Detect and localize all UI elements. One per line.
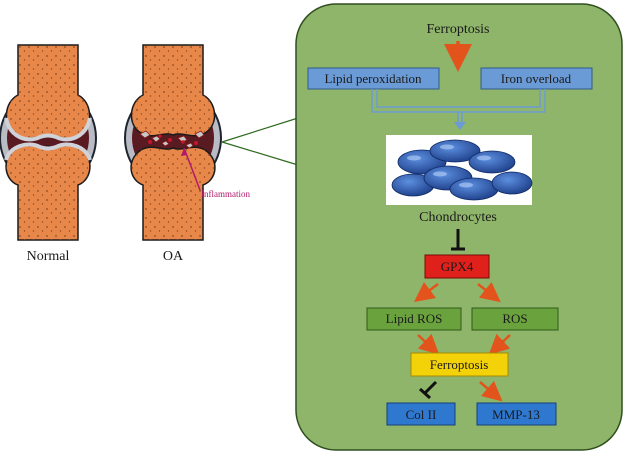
lower-cartilage: [4, 142, 92, 161]
inflammation-label: Inflammation: [201, 189, 250, 199]
gpx4-label: GPX4: [441, 259, 474, 274]
iron-overload-box: [480, 67, 593, 90]
inhibit-col2-line: [423, 380, 438, 395]
ros-box: [471, 307, 559, 331]
oa-label: OA: [163, 249, 184, 264]
ferroptosis-top-label: Ferroptosis: [427, 22, 490, 37]
mmp13-box: [476, 402, 557, 426]
gpx4-to-ros-arrow: [477, 281, 501, 303]
normal-label: Normal: [27, 249, 70, 264]
mmp13-label: MMP-13: [492, 407, 540, 422]
zoom-line-top: [221, 117, 299, 143]
lipid-ros-label: Lipid ROS: [386, 311, 443, 326]
normal-joint: [0, 44, 97, 241]
iron-overload-label: Iron overload: [501, 71, 572, 86]
upper-cartilage: [4, 117, 92, 142]
lipid-peroxidation-box: [307, 67, 440, 90]
col2-box: [386, 402, 456, 426]
ferroptosis-box: [410, 352, 509, 377]
mechanism-panel: [295, 3, 623, 451]
ros-to-ferroptosis-arrow: [488, 333, 511, 355]
ros-label: ROS: [502, 311, 527, 326]
lipid-peroxidation-label: Lipid peroxidation: [324, 71, 422, 86]
inflammation-dots: [148, 134, 198, 145]
oa-joint: [124, 44, 222, 241]
lipid-ros-box: [366, 307, 462, 331]
ferroptosis-to-mmp13-arrow: [479, 380, 503, 402]
lipid-ros-to-ferroptosis-arrow: [417, 333, 440, 355]
merge-arrowhead: [454, 122, 466, 130]
cartilage-fragments: [139, 130, 205, 149]
ferroptosis-mid-label: Ferroptosis: [430, 357, 489, 372]
gpx4-box: [424, 254, 490, 279]
col2-label: Col II: [406, 407, 437, 422]
zoom-line-bottom: [221, 141, 299, 166]
gpx4-to-lipid-ros-arrow: [414, 282, 439, 302]
chondrocytes-label: Chondrocytes: [419, 210, 497, 225]
